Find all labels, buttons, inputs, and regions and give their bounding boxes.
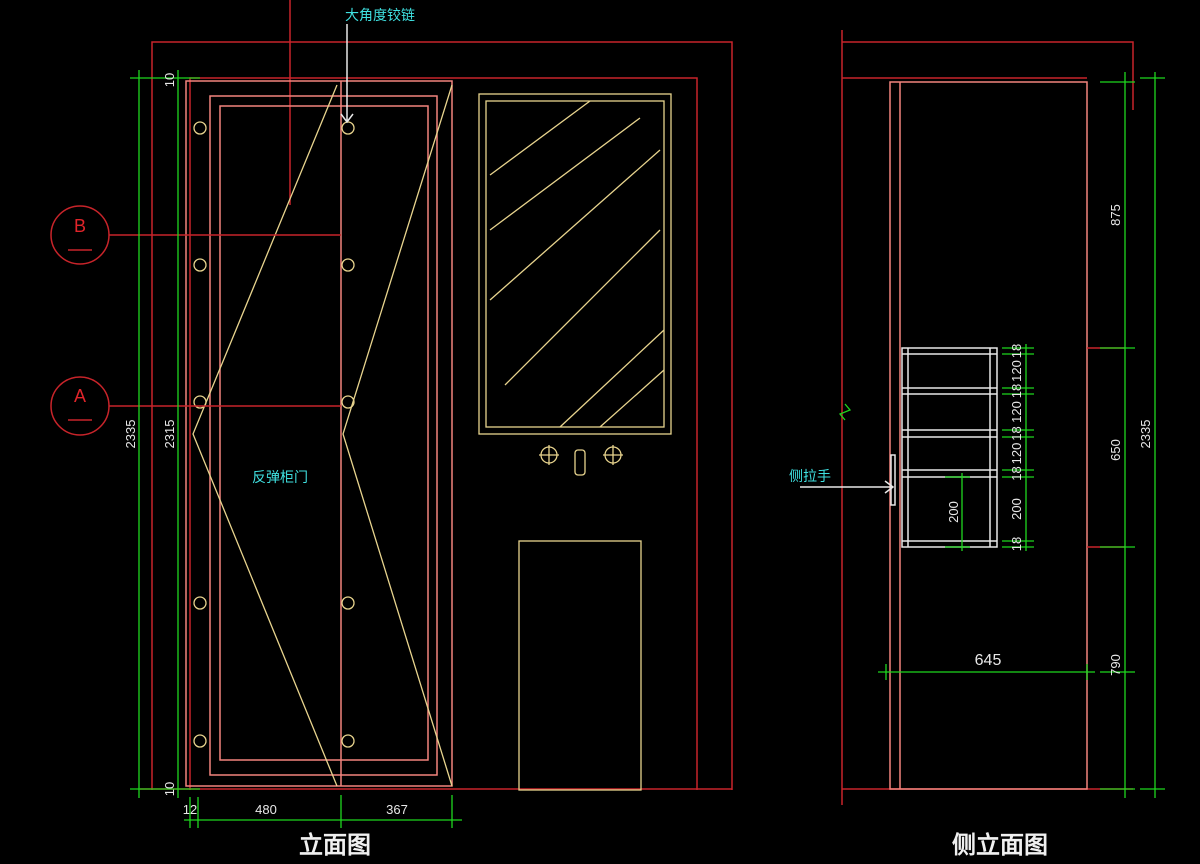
side-elevation: 侧拉手 875 650 790 2335 1812018120181201820… — [789, 30, 1165, 859]
spout-icon — [574, 449, 586, 476]
chain-dimension-label: 120 — [1009, 443, 1024, 465]
door-label: 反弹柜门 — [252, 470, 308, 486]
front-elevation: B A 大角度铰链 反弹柜门 2335 2315 10 10 12 480 36… — [50, 0, 733, 859]
front-view-title: 立面图 — [299, 831, 371, 859]
depth-dim: 645 — [975, 652, 1002, 669]
side-overall-dim: 2335 — [1138, 420, 1153, 449]
hatch-line — [489, 100, 591, 176]
side-wall-outline — [841, 30, 1134, 805]
right-valve-icon — [603, 445, 623, 465]
hinge-icon — [341, 734, 355, 748]
hatch-line — [504, 229, 661, 386]
opening-indicator-right — [342, 84, 453, 787]
hatch-line — [489, 149, 661, 301]
door-height-dim: 2315 — [162, 420, 177, 449]
door-panel-outer — [209, 95, 438, 776]
chain-dimension-label: 18 — [1009, 344, 1024, 358]
cabinet-outline — [189, 77, 698, 790]
hinge-set — [193, 121, 355, 748]
door-panel-inner — [219, 105, 429, 761]
hinge-arrow — [340, 24, 354, 124]
chain-dimension-label: 120 — [1009, 360, 1024, 382]
hinge-label: 大角度铰链 — [345, 8, 415, 24]
cabinet-side — [889, 81, 1088, 790]
section-a-label: A — [74, 386, 86, 406]
hinge-icon — [193, 596, 207, 610]
door-frame — [185, 80, 453, 787]
side-view-title: 侧立面图 — [952, 831, 1048, 859]
middle-dim: 650 — [1108, 439, 1123, 461]
door-right-width-dim: 367 — [386, 802, 408, 817]
hatch-line — [489, 117, 641, 231]
faucet-fixture — [539, 445, 623, 476]
lower-dim: 790 — [1108, 654, 1123, 676]
opening-indicator-left — [192, 84, 338, 787]
front-dimensions: 2335 2315 10 10 12 480 367 — [123, 70, 462, 828]
mirror-glass — [485, 100, 665, 428]
hinge-icon — [193, 734, 207, 748]
chain-dimension-label: 18 — [1009, 384, 1024, 398]
hinge-icon — [341, 395, 355, 409]
lower-panel — [518, 540, 642, 791]
section-marker-b: B — [50, 205, 341, 265]
hatch-line — [559, 329, 665, 428]
hinge-icon — [193, 258, 207, 272]
door-left-width-dim: 480 — [255, 802, 277, 817]
chain-dimension-label: 18 — [1009, 426, 1024, 440]
hinge-icon — [341, 258, 355, 272]
upper-dim: 875 — [1108, 204, 1123, 226]
section-b-label: B — [74, 216, 86, 236]
overall-height-dim: 2335 — [123, 420, 138, 449]
mirror-hatch — [489, 100, 665, 428]
section-marker-a: A — [50, 376, 341, 436]
hinge-icon — [341, 596, 355, 610]
drawer-dim: 200 — [946, 501, 961, 523]
hinge-icon — [193, 121, 207, 135]
side-handle — [890, 454, 896, 506]
bottom-gap-dim: 10 — [162, 782, 177, 796]
top-gap-dim: 10 — [162, 73, 177, 87]
hinge-icon — [193, 395, 207, 409]
left-valve-icon — [539, 445, 559, 465]
hatch-line — [599, 369, 665, 428]
wall-outline — [151, 41, 733, 790]
chain-dimension-label: 120 — [1009, 401, 1024, 423]
chain-dimension-label: 18 — [1009, 466, 1024, 480]
chain-dimension-label: 18 — [1009, 537, 1024, 551]
mirror-frame — [478, 93, 672, 435]
break-mark — [838, 403, 852, 421]
handle-label: 侧拉手 — [789, 469, 831, 485]
hinge-icon — [341, 121, 355, 135]
chain-dimension-label: 200 — [1009, 498, 1024, 520]
side-dimensions: 875 650 790 2335 1812018120181201820018 … — [878, 72, 1165, 798]
handle-arrow — [800, 480, 895, 494]
left-gap-dim: 12 — [183, 802, 197, 817]
